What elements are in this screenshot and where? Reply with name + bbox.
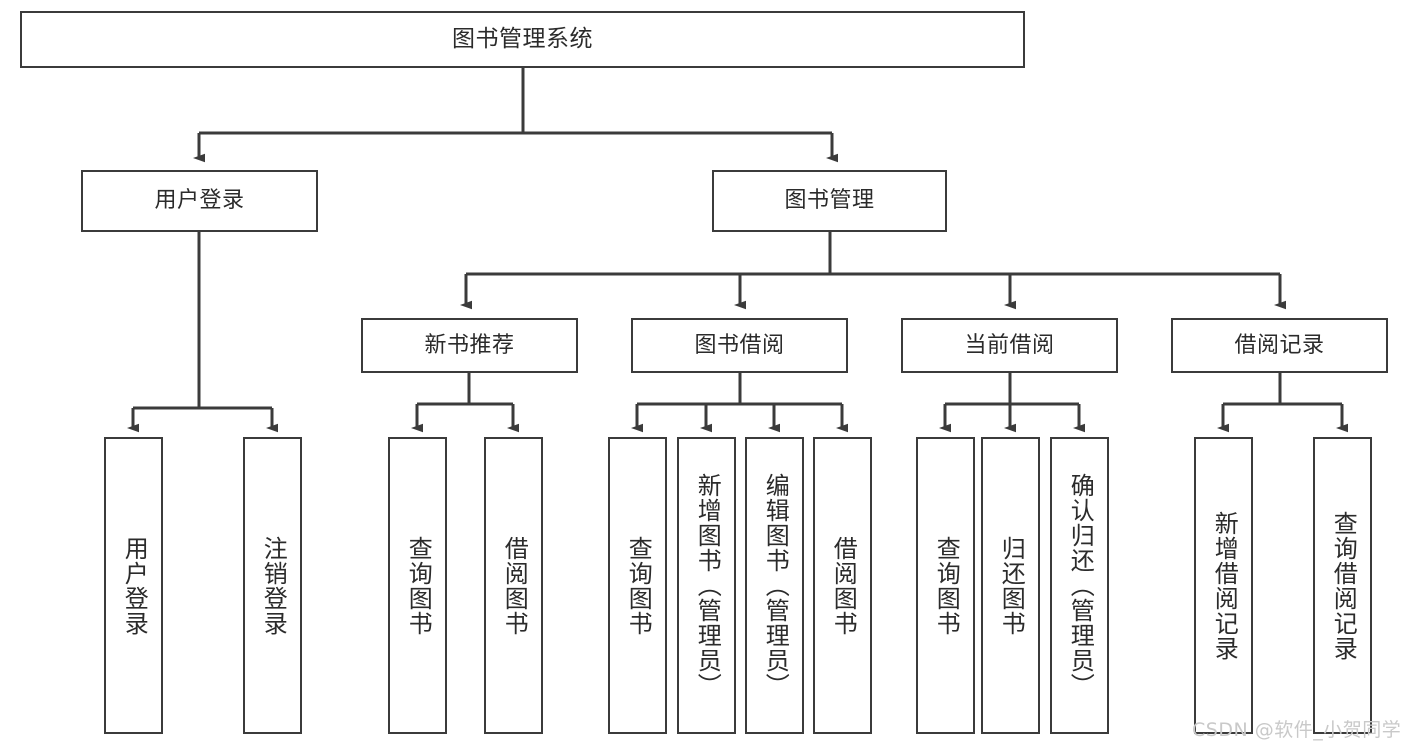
node-label: 用户登录 <box>120 535 149 636</box>
node-leaf-borrow-book-recommend[interactable]: 借阅图书 <box>484 437 543 734</box>
node-new-book-recommend[interactable]: 新书推荐 <box>361 318 578 373</box>
node-leaf-add-book-admin[interactable]: 新增图书（管理员） <box>677 437 736 734</box>
node-leaf-logout[interactable]: 注销登录 <box>243 437 302 734</box>
node-book-management[interactable]: 图书管理 <box>712 170 947 232</box>
node-label: 查询图书 <box>624 535 653 636</box>
node-leaf-query-borrow-record[interactable]: 查询借阅记录 <box>1313 437 1372 734</box>
node-leaf-query-book-borrow[interactable]: 查询图书 <box>608 437 667 734</box>
node-label: 新增借阅记录 <box>1210 510 1239 661</box>
node-label: 当前借阅 <box>964 332 1055 358</box>
node-label: 用户登录 <box>154 188 245 214</box>
node-label: 归还图书 <box>997 535 1026 636</box>
node-label: 图书借阅 <box>694 332 785 358</box>
node-root-book-management-system[interactable]: 图书管理系统 <box>20 11 1025 68</box>
node-label: 查询借阅记录 <box>1329 510 1358 661</box>
node-book-borrow[interactable]: 图书借阅 <box>631 318 848 373</box>
node-leaf-confirm-return-admin[interactable]: 确认归还（管理员） <box>1050 437 1109 734</box>
watermark: CSDN @软件_小贺同学 <box>1192 719 1402 741</box>
node-label: 注销登录 <box>259 535 288 636</box>
node-user-login[interactable]: 用户登录 <box>81 170 318 232</box>
node-label: 编辑图书（管理员） <box>761 473 790 698</box>
node-leaf-add-borrow-record[interactable]: 新增借阅记录 <box>1194 437 1253 734</box>
node-leaf-borrow-book[interactable]: 借阅图书 <box>813 437 872 734</box>
node-label: 图书管理 <box>784 188 875 214</box>
node-current-borrow[interactable]: 当前借阅 <box>901 318 1118 373</box>
node-label: 新书推荐 <box>424 332 515 358</box>
node-label: 图书管理系统 <box>452 25 593 52</box>
node-leaf-edit-book-admin[interactable]: 编辑图书（管理员） <box>745 437 804 734</box>
node-borrow-record[interactable]: 借阅记录 <box>1171 318 1388 373</box>
node-leaf-query-book-recommend[interactable]: 查询图书 <box>388 437 447 734</box>
node-label: 确认归还（管理员） <box>1066 473 1095 698</box>
node-leaf-query-book-current[interactable]: 查询图书 <box>916 437 975 734</box>
node-label: 借阅图书 <box>829 535 858 636</box>
node-label: 借阅记录 <box>1234 332 1325 358</box>
node-label: 查询图书 <box>932 535 961 636</box>
node-label: 查询图书 <box>404 535 433 636</box>
node-leaf-return-book[interactable]: 归还图书 <box>981 437 1040 734</box>
node-label: 借阅图书 <box>500 535 529 636</box>
node-label: 新增图书（管理员） <box>693 473 722 698</box>
node-leaf-user-login[interactable]: 用户登录 <box>104 437 163 734</box>
